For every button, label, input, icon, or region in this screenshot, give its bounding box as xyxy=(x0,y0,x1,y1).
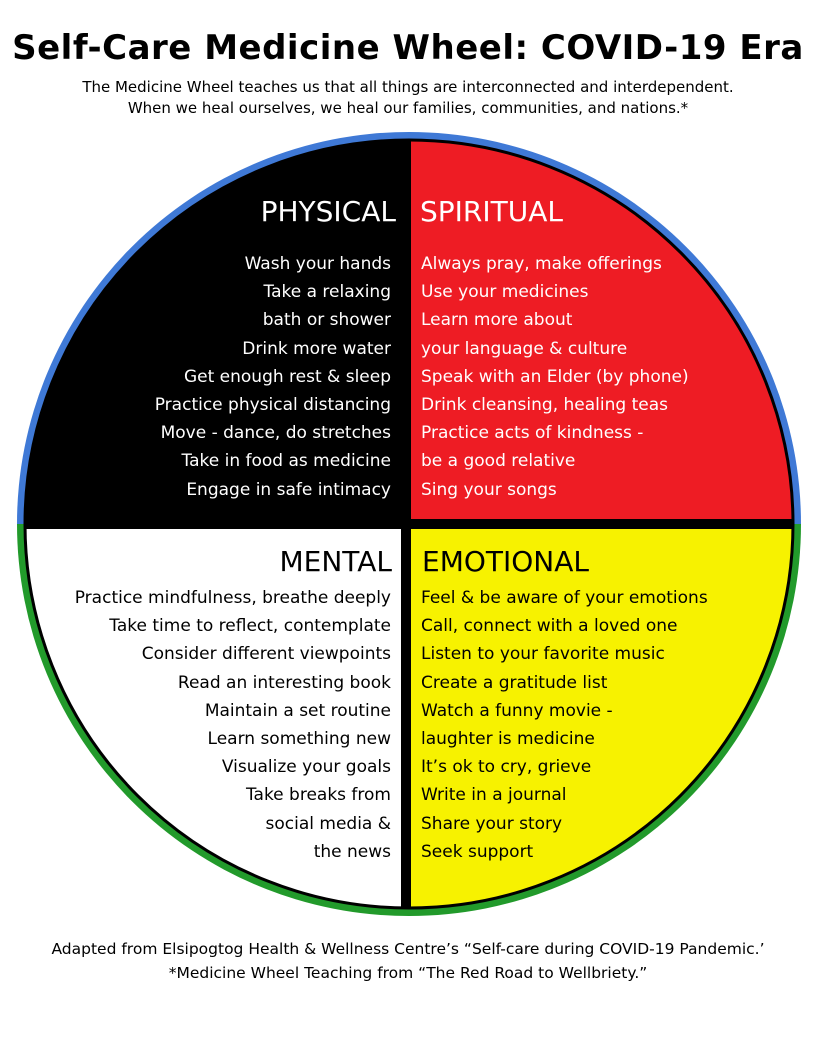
physical-item: Wash your hands xyxy=(244,254,391,274)
subtitle-line-1: The Medicine Wheel teaches us that all t… xyxy=(82,78,734,96)
physical-item: Take a relaxing xyxy=(263,282,391,303)
physical-heading: PHYSICAL xyxy=(260,195,396,228)
emotional-item: Feel & be aware of your emotions xyxy=(421,588,708,608)
spiritual-item: Sing your songs xyxy=(421,479,557,500)
mental-list: Practice mindfulness, breathe deeply Tak… xyxy=(75,584,391,866)
physical-item: Move - dance, do stretches xyxy=(160,423,391,444)
mental-item: Consider different viewpoints xyxy=(141,644,391,665)
spiritual-item: your language & culture xyxy=(421,338,628,359)
mental-item: Take time to reflect, contemplate xyxy=(109,616,391,637)
emotional-item: Write in a journal xyxy=(421,785,567,806)
spiritual-item: Speak with an Elder (by phone) xyxy=(421,366,689,387)
emotional-item: Share your story xyxy=(421,813,563,834)
emotional-item: Seek support xyxy=(421,841,534,862)
mental-item: Read an interesting book xyxy=(177,672,391,693)
physical-list: Wash your hands Take a relaxing bath or … xyxy=(155,250,391,504)
mental-heading: MENTAL xyxy=(279,545,392,578)
mental-item: Learn something new xyxy=(207,729,391,750)
mental-item: Practice mindfulness, breathe deeply xyxy=(74,588,391,608)
physical-item: bath or shower xyxy=(262,310,391,331)
emotional-item: Listen to your favorite music xyxy=(421,644,665,665)
physical-item: Drink more water xyxy=(242,338,391,359)
spiritual-item: be a good relative xyxy=(421,451,576,472)
spiritual-list: Always pray, make offerings Use your med… xyxy=(421,250,689,504)
spiritual-item: Always pray, make offerings xyxy=(421,254,662,274)
subtitle-line-2: When we heal ourselves, we heal our fami… xyxy=(127,99,689,117)
physical-item: Take in food as medicine xyxy=(181,451,392,472)
spiritual-item: Practice acts of kindness - xyxy=(421,423,644,444)
emotional-item: Watch a funny movie - xyxy=(421,700,613,721)
emotional-item: It’s ok to cry, grieve xyxy=(421,757,592,778)
mental-item: Maintain a set routine xyxy=(204,700,391,721)
footer-footnote-line: *Medicine Wheel Teaching from “The Red R… xyxy=(168,964,648,982)
mental-item: Visualize your goals xyxy=(221,757,391,778)
physical-item: Engage in safe intimacy xyxy=(186,479,391,500)
emotional-list: Feel & be aware of your emotions Call, c… xyxy=(421,584,708,866)
spiritual-item: Learn more about xyxy=(421,310,573,331)
emotional-item: laughter is medicine xyxy=(421,729,595,750)
mental-item: social media & xyxy=(265,813,391,834)
spiritual-heading: SPIRITUAL xyxy=(420,195,563,228)
emotional-heading: EMOTIONAL xyxy=(422,545,589,578)
horizontal-divider xyxy=(26,519,792,529)
mental-item: Take breaks from xyxy=(245,785,391,806)
mental-item: the news xyxy=(313,841,391,862)
emotional-item: Create a gratitude list xyxy=(421,672,608,693)
page-title: Self-Care Medicine Wheel: COVID-19 Era xyxy=(12,28,804,68)
spiritual-item: Use your medicines xyxy=(421,282,589,303)
physical-item: Get enough rest & sleep xyxy=(183,366,391,387)
physical-item: Practice physical distancing xyxy=(154,395,391,416)
emotional-item: Call, connect with a loved one xyxy=(421,616,678,637)
footer-credit-line: Adapted from Elsipogtog Health & Wellnes… xyxy=(51,940,765,958)
spiritual-item: Drink cleansing, healing teas xyxy=(421,395,668,416)
